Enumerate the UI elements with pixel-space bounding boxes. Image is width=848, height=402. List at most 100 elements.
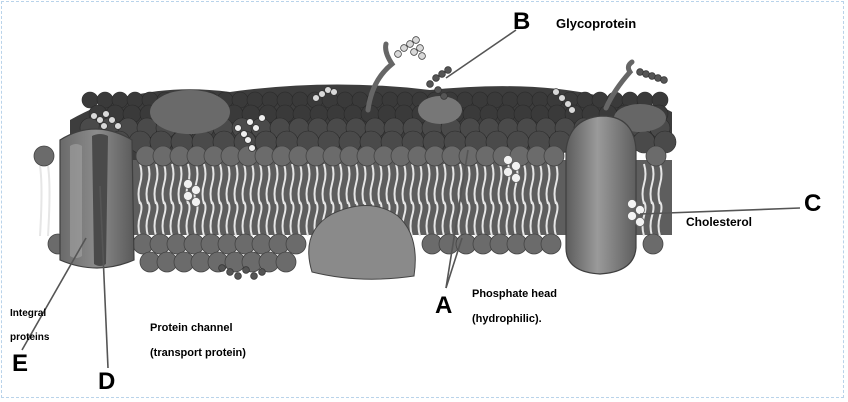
lipid-tail — [257, 163, 263, 205]
label-letter-a: A — [435, 292, 453, 319]
lipid-tail — [241, 163, 247, 205]
lipid-tail — [433, 163, 439, 205]
lipid-tail — [169, 201, 175, 237]
lipid-tail — [513, 201, 519, 237]
lipid-tail — [47, 165, 51, 237]
lipid-tail — [537, 201, 543, 237]
lipid-tail — [529, 163, 535, 205]
phosphate-head — [285, 233, 307, 255]
lipid-tail — [145, 163, 151, 205]
lipid-tail — [441, 163, 447, 205]
label-letter-e: E — [12, 350, 29, 377]
sugar-unit — [244, 136, 252, 144]
cholesterol-ring — [635, 205, 645, 215]
lipid-tail — [385, 163, 391, 205]
sugar-unit — [248, 144, 256, 152]
sugar-unit — [410, 48, 418, 56]
sugar-unit — [250, 272, 258, 280]
lipid-tail — [313, 163, 319, 205]
lipid-tail — [241, 201, 247, 237]
sugar-unit — [416, 44, 424, 52]
lipid-tail — [305, 201, 311, 237]
sugar-unit — [552, 88, 560, 96]
lipid-tail — [169, 163, 175, 205]
label-letter-b: B — [513, 8, 531, 35]
cholesterol-ring — [511, 161, 521, 171]
lipid-tail — [553, 201, 559, 237]
sugar-unit — [90, 112, 98, 120]
lipid-tail — [289, 201, 295, 237]
lipid-tail — [449, 163, 455, 205]
lipid-tail — [265, 201, 271, 237]
lipid-tail — [281, 163, 287, 205]
lipid-tail — [545, 201, 551, 237]
sugar-unit — [312, 94, 320, 102]
cholesterol-ring — [635, 217, 645, 227]
sugar-unit — [114, 122, 122, 130]
lipid-tail — [465, 163, 471, 205]
lipid-tail — [281, 201, 287, 237]
lipid-tail — [409, 201, 415, 237]
sugar-unit — [258, 268, 266, 276]
lipid-tail — [185, 201, 191, 237]
lipid-tail — [161, 201, 167, 237]
lipid-tail — [425, 163, 431, 205]
lipid-tail — [265, 163, 271, 205]
lipid-tail — [481, 201, 487, 237]
cholesterol-ring — [627, 211, 637, 221]
lipid-tail — [201, 201, 207, 237]
lipid-tail — [289, 163, 295, 205]
lipid-tail — [177, 201, 183, 237]
glycoprotein-chains — [90, 36, 668, 280]
cholesterol-molecules — [183, 155, 645, 227]
label-integral-proteins-line2: proteins — [10, 332, 50, 343]
lipid-tail — [657, 201, 663, 237]
lipid-tail — [161, 163, 167, 205]
sugar-unit — [434, 86, 442, 94]
lipid-tail — [297, 163, 303, 205]
sugar-unit — [330, 88, 338, 96]
lipid-tail — [401, 163, 407, 205]
sugar-unit — [412, 36, 420, 44]
lipid-tail — [145, 201, 151, 237]
lipid-tail — [249, 163, 255, 205]
pointer-d — [99, 185, 109, 369]
sugar-unit — [400, 44, 408, 52]
lipid-tail — [417, 201, 423, 237]
sugar-unit — [102, 110, 110, 118]
lipid-tail — [641, 163, 647, 205]
sugar-unit — [418, 52, 426, 60]
sugar-unit — [96, 116, 104, 124]
cholesterol-ring — [503, 167, 513, 177]
sugar-unit — [568, 106, 576, 114]
lipid-tail — [649, 201, 655, 237]
sugar-unit — [218, 264, 226, 272]
lipid-tail — [233, 163, 239, 205]
lipid-tail — [177, 163, 183, 205]
protein-stalk — [603, 59, 635, 111]
lipid-tail — [257, 201, 263, 237]
lipid-tail — [273, 201, 279, 237]
lipid-tail — [473, 163, 479, 205]
lipid-tail — [537, 163, 543, 205]
lipid-tail — [153, 201, 159, 237]
lipid-tail — [457, 201, 463, 237]
phosphate-head — [540, 233, 562, 255]
phosphate-head — [275, 251, 297, 273]
lipid-tail — [409, 163, 415, 205]
pointer-c — [639, 207, 801, 215]
label-glycoprotein: Glycoprotein — [556, 16, 637, 31]
lipid-tail — [481, 163, 487, 205]
back-protein-middle — [418, 96, 462, 124]
lipid-tail — [209, 163, 215, 205]
sugar-unit — [108, 116, 116, 124]
cholesterol-ring — [511, 173, 521, 183]
label-cholesterol: Cholesterol — [686, 215, 753, 229]
pointer-lines — [21, 29, 801, 369]
lipid-tail — [505, 201, 511, 237]
phosphate-head — [543, 145, 565, 167]
phosphate-head — [33, 145, 55, 167]
